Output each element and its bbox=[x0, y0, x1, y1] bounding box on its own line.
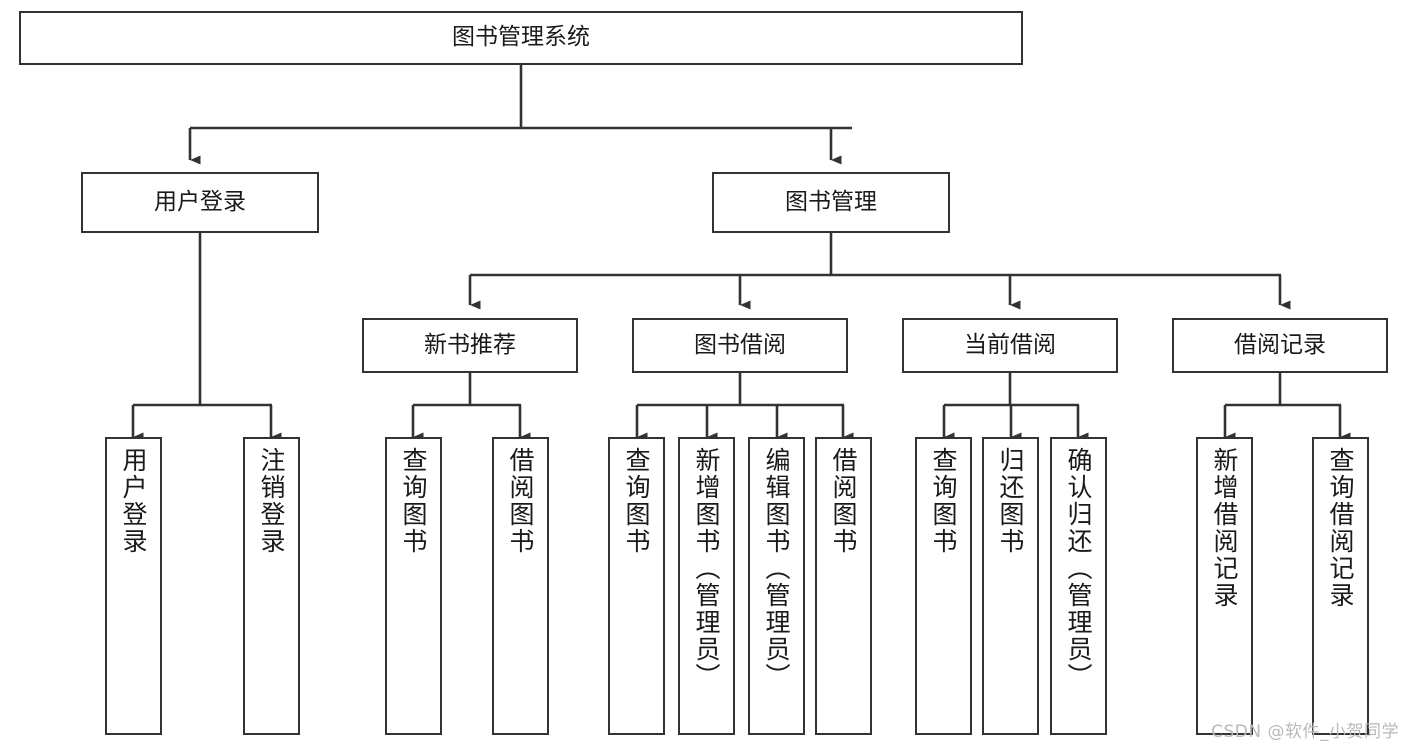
leaf-logout[interactable]: 注销登录 bbox=[243, 437, 300, 735]
node-user-login[interactable]: 用户登录 bbox=[81, 172, 319, 233]
node-book-manage-label: 图书管理 bbox=[785, 188, 877, 215]
leaf-query-borrow-record-label: 查询借阅记录 bbox=[1326, 447, 1355, 609]
leaf-query-book-recommend[interactable]: 查询图书 bbox=[385, 437, 442, 735]
leaf-return-book-label: 归还图书 bbox=[996, 447, 1025, 555]
leaf-add-book-label: 新增图书（管理员） bbox=[692, 447, 721, 690]
node-current-borrow-label: 当前借阅 bbox=[964, 331, 1056, 358]
leaf-add-book[interactable]: 新增图书（管理员） bbox=[678, 437, 735, 735]
leaf-add-borrow-record[interactable]: 新增借阅记录 bbox=[1196, 437, 1253, 735]
leaf-add-borrow-record-label: 新增借阅记录 bbox=[1210, 447, 1239, 609]
leaf-borrow-book-label: 借阅图书 bbox=[829, 447, 858, 555]
node-user-login-label: 用户登录 bbox=[154, 188, 246, 215]
node-new-book-recommend-label: 新书推荐 bbox=[424, 331, 516, 358]
leaf-return-book[interactable]: 归还图书 bbox=[982, 437, 1039, 735]
leaf-confirm-return-label: 确认归还（管理员） bbox=[1064, 447, 1093, 690]
node-borrow-record[interactable]: 借阅记录 bbox=[1172, 318, 1388, 373]
leaf-query-book-recommend-label: 查询图书 bbox=[399, 447, 428, 555]
node-book-borrow[interactable]: 图书借阅 bbox=[632, 318, 848, 373]
node-current-borrow[interactable]: 当前借阅 bbox=[902, 318, 1118, 373]
node-borrow-record-label: 借阅记录 bbox=[1234, 331, 1326, 358]
node-root-system[interactable]: 图书管理系统 bbox=[19, 11, 1023, 65]
node-new-book-recommend[interactable]: 新书推荐 bbox=[362, 318, 578, 373]
leaf-borrow-book-recommend[interactable]: 借阅图书 bbox=[492, 437, 549, 735]
leaf-confirm-return[interactable]: 确认归还（管理员） bbox=[1050, 437, 1107, 735]
leaf-query-book-borrow[interactable]: 查询图书 bbox=[608, 437, 665, 735]
leaf-borrow-book-recommend-label: 借阅图书 bbox=[506, 447, 535, 555]
leaf-user-login[interactable]: 用户登录 bbox=[105, 437, 162, 735]
leaf-edit-book-label: 编辑图书（管理员） bbox=[762, 447, 791, 690]
leaf-query-book-current[interactable]: 查询图书 bbox=[915, 437, 972, 735]
leaf-query-borrow-record[interactable]: 查询借阅记录 bbox=[1312, 437, 1369, 735]
leaf-user-login-label: 用户登录 bbox=[119, 447, 148, 555]
watermark-text: CSDN @软件_小贺同学 bbox=[1211, 722, 1399, 742]
leaf-query-book-current-label: 查询图书 bbox=[929, 447, 958, 555]
leaf-logout-label: 注销登录 bbox=[257, 447, 286, 555]
node-book-borrow-label: 图书借阅 bbox=[694, 331, 786, 358]
leaf-borrow-book[interactable]: 借阅图书 bbox=[815, 437, 872, 735]
leaf-edit-book[interactable]: 编辑图书（管理员） bbox=[748, 437, 805, 735]
node-root-system-label: 图书管理系统 bbox=[452, 24, 590, 51]
leaf-query-book-borrow-label: 查询图书 bbox=[622, 447, 651, 555]
node-book-manage[interactable]: 图书管理 bbox=[712, 172, 950, 233]
